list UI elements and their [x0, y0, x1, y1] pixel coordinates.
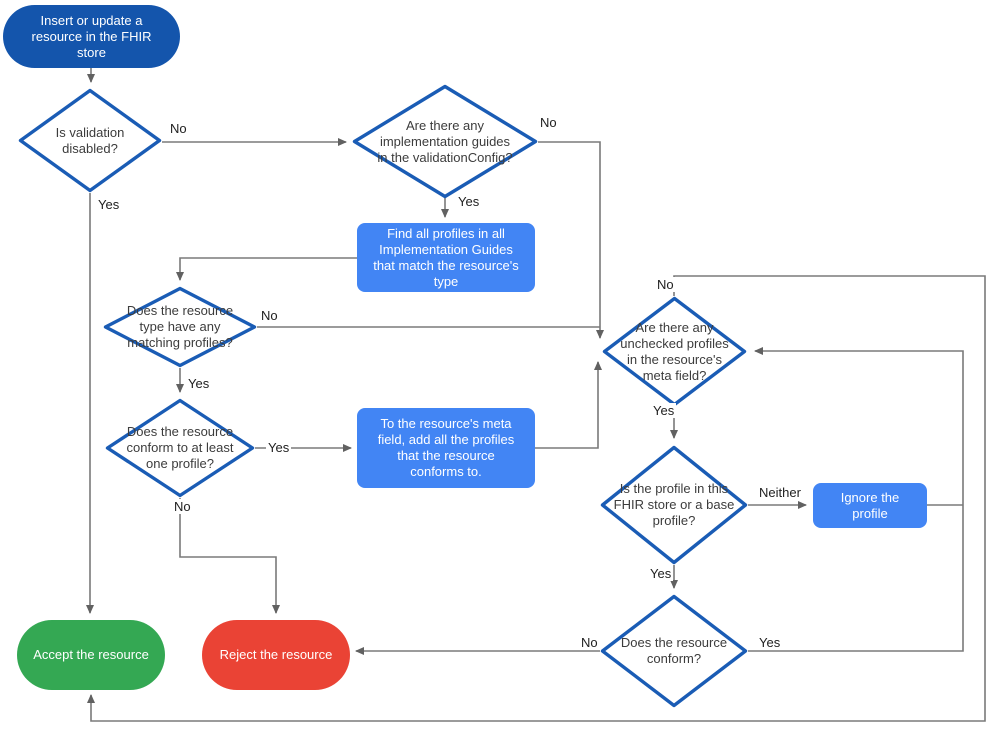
start-node: Insert or update a resource in the FHIR … — [3, 5, 180, 68]
edge-conform-yes-loop — [748, 347, 964, 652]
accept-node: Accept the resource — [17, 620, 165, 690]
process-ignore-profile: Ignore the profile — [813, 483, 927, 528]
decision-profile-in-store: Is the profile in this FHIR store or a b… — [600, 445, 748, 565]
decision-unchecked-profiles: Are there any unchecked profiles in the … — [602, 296, 747, 407]
edge-label-conform-no: No — [579, 635, 600, 650]
diamond-shape — [105, 398, 255, 498]
edge-label-validation-yes: Yes — [96, 197, 122, 212]
decision-resource-conform: Does the resource conform? — [600, 594, 748, 708]
edge-label-matching-no: No — [259, 308, 280, 323]
process-add-profiles: To the resource's meta field, add all th… — [357, 408, 535, 488]
process-find-profiles: Find all profiles in all Implementation … — [357, 223, 535, 292]
process-ignore-profile-label: Ignore the profile — [840, 489, 900, 521]
diamond-shape — [600, 445, 748, 565]
edge-label-profile-neither: Neither — [757, 485, 803, 500]
diamond-shape — [18, 88, 162, 193]
diamond-shape — [600, 594, 748, 708]
edge-label-matching-yes: Yes — [186, 376, 212, 391]
process-find-profiles-label: Find all profiles in all Implementation … — [373, 225, 519, 289]
start-node-label: Insert or update a resource in the FHIR … — [31, 12, 152, 60]
decision-profile-in-store-label: Is the profile in this FHIR store or a b… — [613, 481, 735, 528]
edge-label-unchecked-no: No — [655, 277, 676, 292]
edge-label-profile-yes: Yes — [648, 566, 674, 581]
decision-resource-conform-label: Does the resource conform? — [620, 635, 728, 666]
decision-matching-profiles-label: Does the resource type have any matching… — [126, 303, 234, 350]
decision-matching-profiles: Does the resource type have any matching… — [103, 286, 257, 368]
edge-conform-one-no-to-reject — [179, 498, 280, 614]
edge-label-unchecked-yes: Yes — [651, 403, 677, 418]
decision-validation-disabled: Is validation disabled? — [18, 88, 162, 193]
edge-label-validation-no: No — [168, 121, 189, 136]
edge-guides-no-to-unchecked — [538, 141, 604, 339]
edge-label-conform-one-no: No — [172, 499, 193, 514]
reject-node-label: Reject the resource — [219, 647, 333, 662]
decision-implementation-guides-label: Are there any implementation guides in t… — [377, 117, 513, 165]
decision-conform-one-label: Does the resource conform to at least on… — [126, 424, 234, 471]
diamond-shape — [352, 84, 538, 199]
decision-validation-disabled-label: Is validation disabled? — [55, 124, 125, 156]
diamond-shape — [103, 286, 257, 368]
edge-label-guides-yes: Yes — [456, 194, 482, 209]
edge-label-conform-one-yes: Yes — [266, 440, 292, 455]
reject-node: Reject the resource — [202, 620, 350, 690]
process-add-profiles-label: To the resource's meta field, add all th… — [377, 416, 515, 479]
decision-implementation-guides: Are there any implementation guides in t… — [352, 84, 538, 199]
accept-node-label: Accept the resource — [33, 647, 149, 662]
edge-label-guides-no: No — [538, 115, 559, 130]
edge-add-to-unchecked — [535, 361, 602, 449]
decision-conform-one: Does the resource conform to at least on… — [105, 398, 255, 498]
edge-label-conform-yes: Yes — [757, 635, 783, 650]
decision-unchecked-profiles-label: Are there any unchecked profiles in the … — [620, 319, 729, 383]
edge-find-to-matching — [176, 257, 357, 281]
